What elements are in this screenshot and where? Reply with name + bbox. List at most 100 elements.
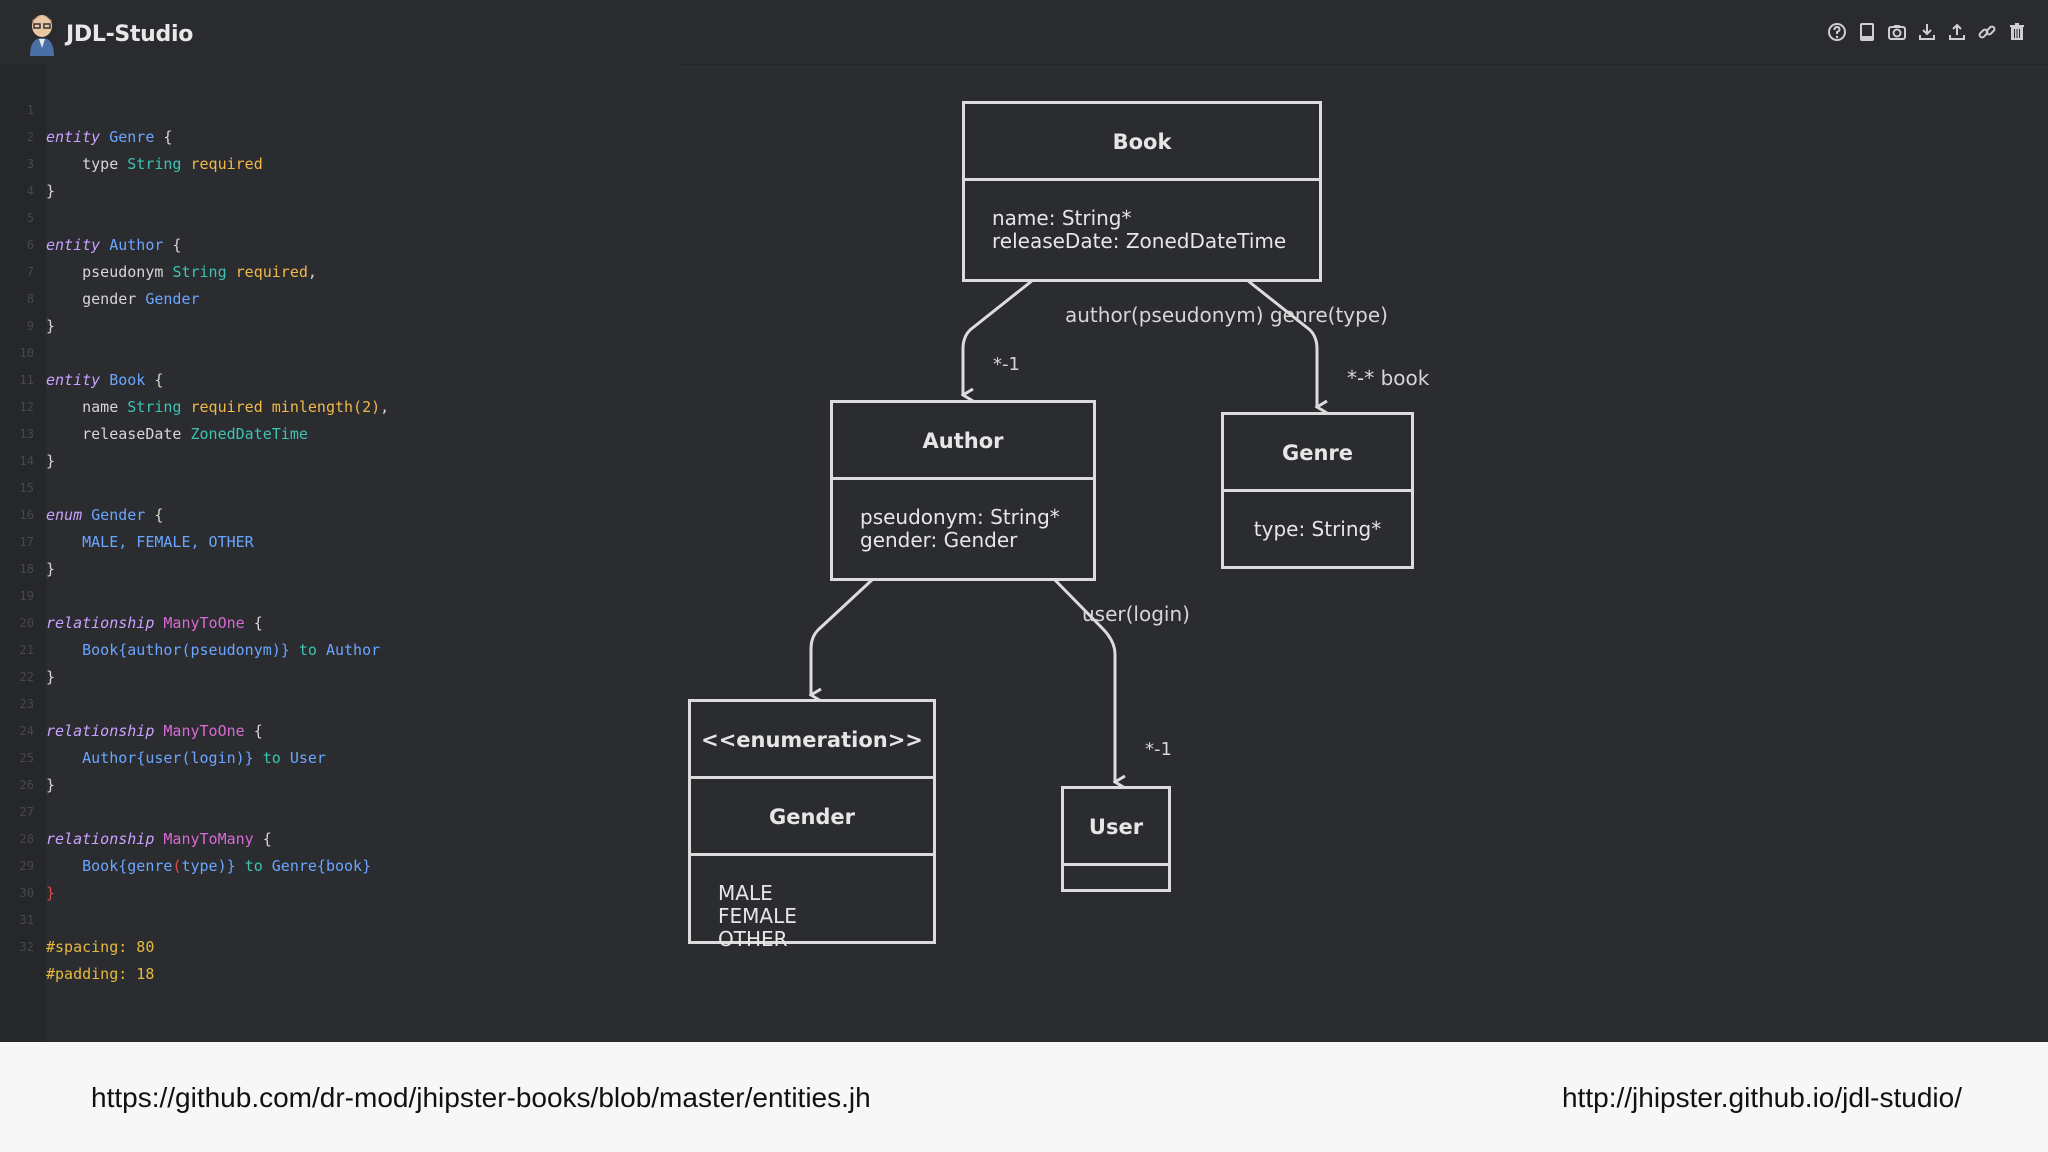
line-number: 29 — [19, 859, 34, 873]
line-number: 6 — [26, 238, 34, 252]
entity-user: User — [1061, 786, 1171, 892]
entity-attribute: name: String* — [992, 206, 1132, 230]
edge-label: user(login) — [1082, 602, 1190, 626]
code-line: 1 entity Genre { — [0, 70, 680, 146]
entity-book: Book name: String* releaseDate: ZonedDat… — [962, 101, 1322, 282]
line-number: 18 — [19, 562, 34, 576]
entity-title: Author — [833, 403, 1093, 480]
code-line: 23 relationship ManyToOne { — [0, 664, 680, 740]
jdl-studio-link[interactable]: http://jhipster.github.io/jdl-studio/ — [1561, 1082, 1962, 1113]
entity-title: User — [1064, 789, 1168, 866]
line-number: 17 — [19, 535, 34, 549]
code-line: 2 type String required — [0, 97, 680, 173]
line-number: 19 — [19, 589, 34, 603]
relationship-edges — [680, 278, 2048, 1042]
code-line: 18 — [0, 529, 680, 576]
code-line: 20 Book{author(pseudonym)} to Author — [0, 583, 680, 659]
line-number: 16 — [19, 508, 34, 522]
entity-attribute: releaseDate: ZonedDateTime — [992, 229, 1287, 253]
line-number: 22 — [19, 670, 34, 684]
help-icon[interactable] — [1826, 20, 1848, 44]
code-line: 15 enum Gender { — [0, 448, 680, 524]
line-number: 25 — [19, 751, 34, 765]
trash-icon[interactable] — [2006, 20, 2028, 44]
edge-author-user — [1052, 577, 1115, 782]
code-line: 10 entity Book { — [0, 313, 680, 389]
line-number: 31 — [19, 913, 34, 927]
line-number: 32 — [19, 940, 34, 954]
code-line: 8 } — [0, 259, 680, 335]
entity-genre: Genre type: String* — [1221, 412, 1414, 569]
code-line: 29 } — [0, 826, 680, 902]
edge-multiplicity: *-1 — [993, 354, 1020, 375]
code-line: 19 relationship ManyToOne { — [0, 556, 680, 632]
code-line: 27 relationship ManyToMany { — [0, 772, 680, 848]
line-number: 8 — [26, 292, 34, 306]
code-line: 16 MALE, FEMALE, OTHER — [0, 475, 680, 551]
line-number: 27 — [19, 805, 34, 819]
line-number: 24 — [19, 724, 34, 738]
code-line: 22 — [0, 637, 680, 684]
code-line: 9 — [0, 286, 680, 333]
line-number: 2 — [26, 130, 34, 144]
edge-author-gender — [811, 577, 875, 695]
edge-book-genre — [1246, 278, 1317, 407]
code-line: 5 entity Author { — [0, 178, 680, 254]
code-line: 31 #spacing: 80 — [0, 880, 680, 956]
edge-multiplicity: *-1 — [1145, 739, 1172, 760]
code-line: 12 releaseDate ZonedDateTime — [0, 367, 680, 443]
code-line: 17 } — [0, 502, 680, 578]
download-icon[interactable] — [1916, 20, 1938, 44]
edge-book-author — [963, 278, 1034, 395]
toolbar — [1826, 20, 2028, 44]
code-line: 32 #padding: 18 — [0, 907, 680, 983]
upload-icon[interactable] — [1946, 20, 1968, 44]
document-icon[interactable] — [1856, 20, 1878, 44]
code-line: 6 pseudonym String required, — [0, 205, 680, 281]
enum-value: OTHER — [718, 927, 788, 951]
enum-stereotype: <<enumeration>> — [691, 702, 933, 779]
line-number: 15 — [19, 481, 34, 495]
line-number: 5 — [26, 211, 34, 225]
code-line: 30 — [0, 853, 680, 900]
line-number: 4 — [26, 184, 34, 198]
uml-diagram: Book name: String* releaseDate: ZonedDat… — [680, 64, 2048, 1042]
code-line: 3 } — [0, 124, 680, 200]
line-number-gutter — [0, 64, 46, 1042]
line-number: 13 — [19, 427, 34, 441]
entity-author: Author pseudonym: String* gender: Gender — [830, 400, 1096, 581]
entity-title: Gender — [691, 779, 933, 856]
line-number: 10 — [19, 346, 34, 360]
code-line: 21 } — [0, 610, 680, 686]
entity-attribute: pseudonym: String* — [860, 505, 1060, 529]
entities-source-link[interactable]: https://github.com/dr-mod/jhipster-books… — [91, 1082, 871, 1113]
code-line: 28 Book{genre(type)} to Genre{book} — [0, 799, 680, 875]
top-bar: JDL-Studio — [0, 0, 2048, 65]
enum-gender: <<enumeration>> Gender MALE FEMALE OTHER — [688, 699, 936, 951]
app-title: JDL-Studio — [66, 22, 194, 47]
camera-icon[interactable] — [1886, 20, 1908, 44]
enum-value: FEMALE — [718, 904, 797, 928]
line-number: 3 — [26, 157, 34, 171]
line-number: 7 — [26, 265, 34, 279]
entity-attribute: gender: Gender — [860, 528, 1018, 552]
code-line: 26 — [0, 745, 680, 792]
enum-value: MALE — [718, 881, 773, 905]
line-number: 9 — [26, 319, 34, 333]
code-line: 4 — [0, 151, 680, 198]
line-number: 20 — [19, 616, 34, 630]
edge-label: author(pseudonym) genre(type) — [1065, 303, 1388, 327]
link-icon[interactable] — [1976, 20, 1998, 44]
slide-footer: https://github.com/dr-mod/jhipster-books… — [0, 1042, 2048, 1152]
line-number: 11 — [19, 373, 34, 387]
line-number: 21 — [19, 643, 34, 657]
line-number: 14 — [19, 454, 34, 468]
line-number: 12 — [19, 400, 34, 414]
line-number: 26 — [19, 778, 34, 792]
entity-title: Genre — [1224, 415, 1411, 492]
code-editor[interactable]: 1 entity Genre { 2 type String required … — [0, 64, 680, 1042]
code-line: 25 } — [0, 718, 680, 794]
code-line: 11 name String required minlength(2), — [0, 340, 680, 416]
line-number: 1 — [26, 103, 34, 117]
code-line: 24 Author{user(login)} to User — [0, 691, 680, 767]
